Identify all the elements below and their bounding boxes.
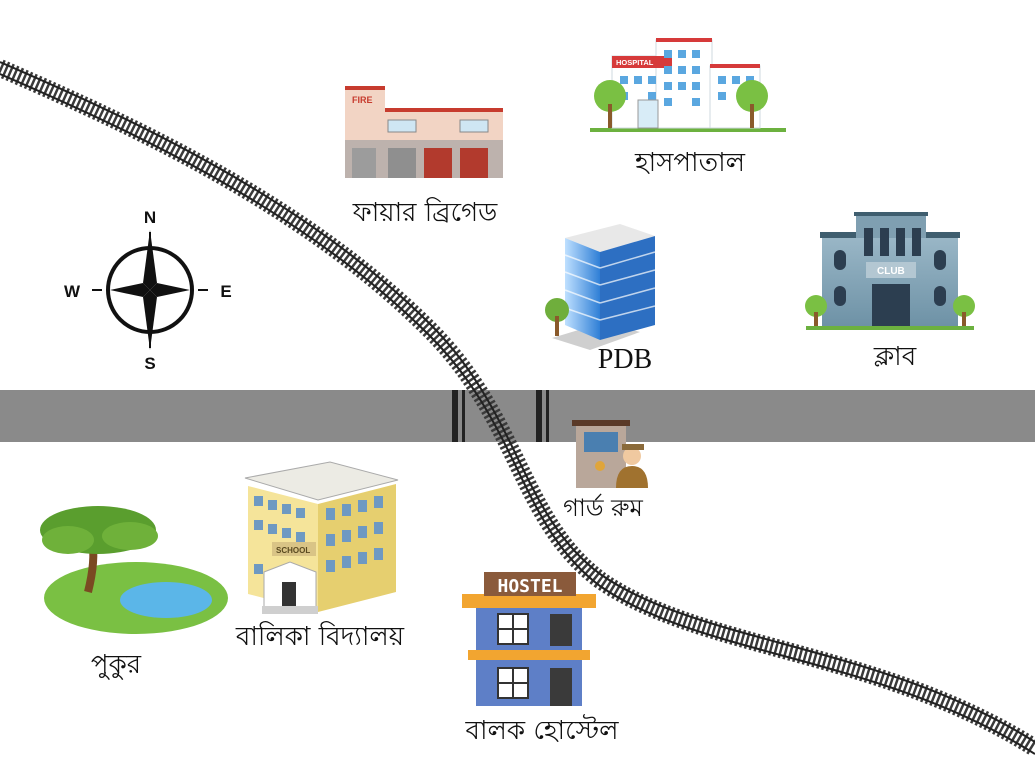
fire-station-icon: FIRE	[345, 86, 503, 178]
label-pond: পুকুর	[90, 650, 142, 680]
compass-north: N	[143, 208, 157, 227]
label-girls-school: বালিকা বিদ্যালয়	[235, 622, 405, 652]
level-crossing	[452, 390, 549, 442]
hostel-sign-text: HOSTEL	[497, 576, 562, 597]
club-building-icon: CLUB	[805, 212, 975, 330]
railway-track	[0, 59, 1035, 756]
club-sign-text: CLUB	[877, 266, 905, 277]
girls-school-icon: SCHOOL	[244, 461, 399, 614]
hospital-sign-text: HOSPITAL	[616, 58, 654, 67]
pond-icon	[40, 506, 228, 634]
label-hospital: হাসপাতাল	[635, 148, 745, 178]
label-club: ক্লাব	[873, 342, 917, 372]
pdb-building-icon	[545, 224, 656, 350]
boys-hostel-icon: HOSTEL	[462, 572, 596, 706]
label-fire-brigade: ফায়ার ব্রিগেড	[352, 198, 498, 228]
label-pdb: PDB	[597, 344, 653, 375]
road	[0, 390, 1035, 442]
hospital-icon: HOSPITAL	[590, 38, 786, 132]
compass-west: W	[63, 282, 81, 301]
label-guard-room: গার্ড রুম	[563, 494, 643, 522]
school-sign-text: SCHOOL	[276, 546, 310, 555]
guard-room-icon	[572, 420, 648, 488]
compass-east: E	[220, 282, 232, 301]
compass-south: S	[144, 354, 156, 373]
fire-sign-text: FIRE	[352, 95, 373, 105]
compass-rose	[92, 230, 208, 350]
label-boys-hostel: বালক হোস্টেল	[465, 716, 619, 746]
